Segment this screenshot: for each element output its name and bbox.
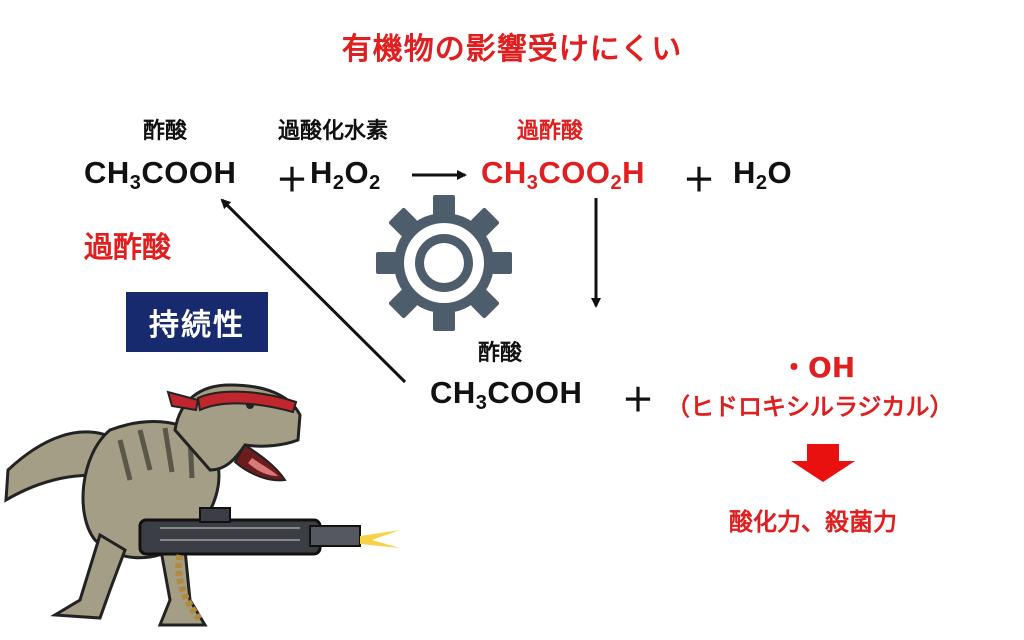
- page-title: 有機物の影響受けにくい: [341, 32, 683, 67]
- label-hydroxyl-radical: （ヒドロキシルラジカル）: [666, 393, 954, 421]
- formula-peracetic-acid: CH3COO2H: [481, 155, 646, 194]
- formula-hydroxyl-radical: ・OH: [780, 351, 856, 384]
- formula-acetic-acid-top: CH3COOH: [84, 155, 237, 194]
- arrow-up-left-icon: [220, 198, 407, 384]
- gear-icon: [376, 195, 512, 331]
- label-peracetic-acid-top: 過酢酸: [517, 119, 584, 144]
- formula-hydrogen-peroxide: H2O2: [310, 155, 381, 194]
- sustainability-badge: 持続性: [126, 292, 268, 352]
- formula-water: H2O: [733, 155, 793, 194]
- red-down-arrow-icon: [791, 444, 855, 482]
- label-peracetic-acid-left: 過酢酸: [84, 230, 172, 264]
- dinosaur-illustration: [4, 383, 400, 627]
- plus-sign-1: ＋: [276, 162, 309, 198]
- plus-sign-2: ＋: [683, 162, 716, 198]
- label-hydrogen-peroxide: 過酸化水素: [278, 119, 389, 144]
- label-acetic-acid-top: 酢酸: [143, 119, 188, 144]
- plus-sign-3: ＋: [622, 382, 655, 418]
- formula-acetic-acid-bottom: CH3COOH: [430, 375, 583, 414]
- label-effect: 酸化力、殺菌力: [729, 508, 897, 536]
- label-acetic-acid-bottom: 酢酸: [478, 341, 523, 366]
